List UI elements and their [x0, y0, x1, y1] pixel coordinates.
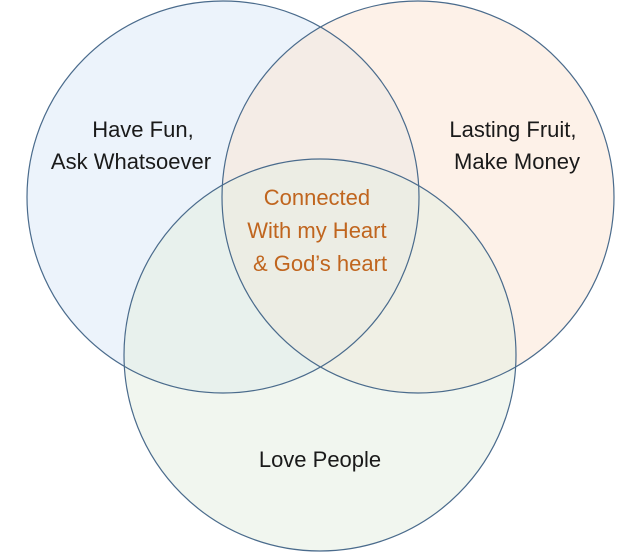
label-center: Connected With my Heart & God’s heart: [247, 185, 392, 276]
circle-bottom-outline: [123, 158, 517, 552]
label-top-right-line-2: Make Money: [454, 149, 580, 174]
circle-top-right-outline: [221, 0, 615, 394]
label-top-left: Have Fun, Ask Whatsoever: [51, 117, 211, 174]
label-top-left-line-2: Ask Whatsoever: [51, 149, 211, 174]
label-top-right: Lasting Fruit, Make Money: [449, 117, 582, 174]
label-bottom: Love People: [259, 447, 381, 472]
label-top-left-line-1: Have Fun,: [92, 117, 194, 142]
label-bottom-line-1: Love People: [259, 447, 381, 472]
label-center-line-2: With my Heart: [247, 218, 386, 243]
circle-bottom: [124, 159, 516, 551]
label-top-right-line-1: Lasting Fruit,: [449, 117, 576, 142]
circle-top-left-outline: [26, 0, 420, 394]
label-center-line-3: & God’s heart: [253, 251, 387, 276]
label-center-line-1: Connected: [264, 185, 370, 210]
